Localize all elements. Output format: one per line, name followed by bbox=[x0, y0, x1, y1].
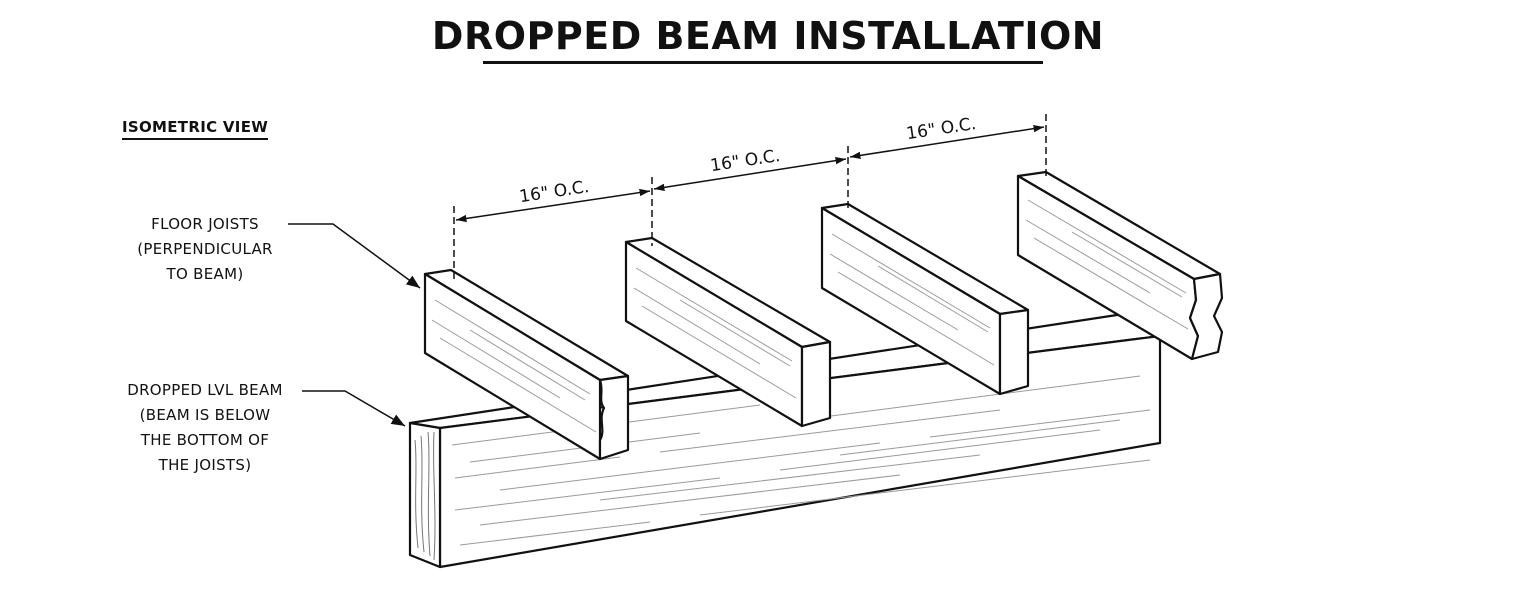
beam-callout-line-3: THE BOTTOM OF bbox=[140, 431, 270, 449]
joist-2-grain bbox=[633, 267, 797, 399]
dropped-beam-callout: DROPPED LVL BEAM (BEAM IS BELOW THE BOTT… bbox=[100, 378, 310, 478]
drawing-title: DROPPED BEAM INSTALLATION bbox=[431, 14, 1105, 58]
view-label: ISOMETRIC VIEW bbox=[122, 118, 269, 140]
beam-callout-line-2: (BEAM IS BELOW bbox=[139, 406, 271, 424]
joist-callout-line-1: FLOOR JOISTS bbox=[151, 215, 259, 233]
joist-4-end bbox=[1188, 272, 1224, 361]
joist-callout-line-2: (PERPENDICULAR bbox=[137, 240, 273, 258]
callout-leaders bbox=[288, 223, 421, 427]
joist-1-grain bbox=[431, 299, 597, 433]
title-underline bbox=[483, 61, 1043, 64]
joist-3-end bbox=[998, 308, 1030, 396]
beam-callout-line-4: THE JOISTS) bbox=[158, 456, 252, 474]
beam-grain bbox=[451, 375, 1151, 546]
dimension-line-1 bbox=[455, 188, 651, 223]
joist-4 bbox=[1016, 170, 1224, 361]
joist-4-grain bbox=[1025, 199, 1189, 330]
joist-3-grain bbox=[829, 233, 995, 366]
joist-leader bbox=[288, 223, 421, 289]
dimension-line-3 bbox=[849, 124, 1045, 160]
floor-joists-callout: FLOOR JOISTS (PERPENDICULAR TO BEAM) bbox=[120, 212, 290, 287]
beam-end-grain bbox=[414, 431, 436, 561]
dimension-lines bbox=[453, 114, 1047, 280]
joist-callout-line-3: TO BEAM) bbox=[166, 265, 244, 283]
beam-leader bbox=[302, 390, 406, 427]
beam-callout-line-1: DROPPED LVL BEAM bbox=[127, 381, 283, 399]
dimension-label-1: 16" O.C. bbox=[518, 177, 590, 207]
beam-end-face bbox=[408, 421, 442, 569]
dimension-line-2 bbox=[653, 156, 847, 192]
joist-1-end bbox=[598, 374, 630, 461]
dimension-label-2: 16" O.C. bbox=[709, 146, 781, 176]
joist-2-end bbox=[800, 340, 832, 428]
